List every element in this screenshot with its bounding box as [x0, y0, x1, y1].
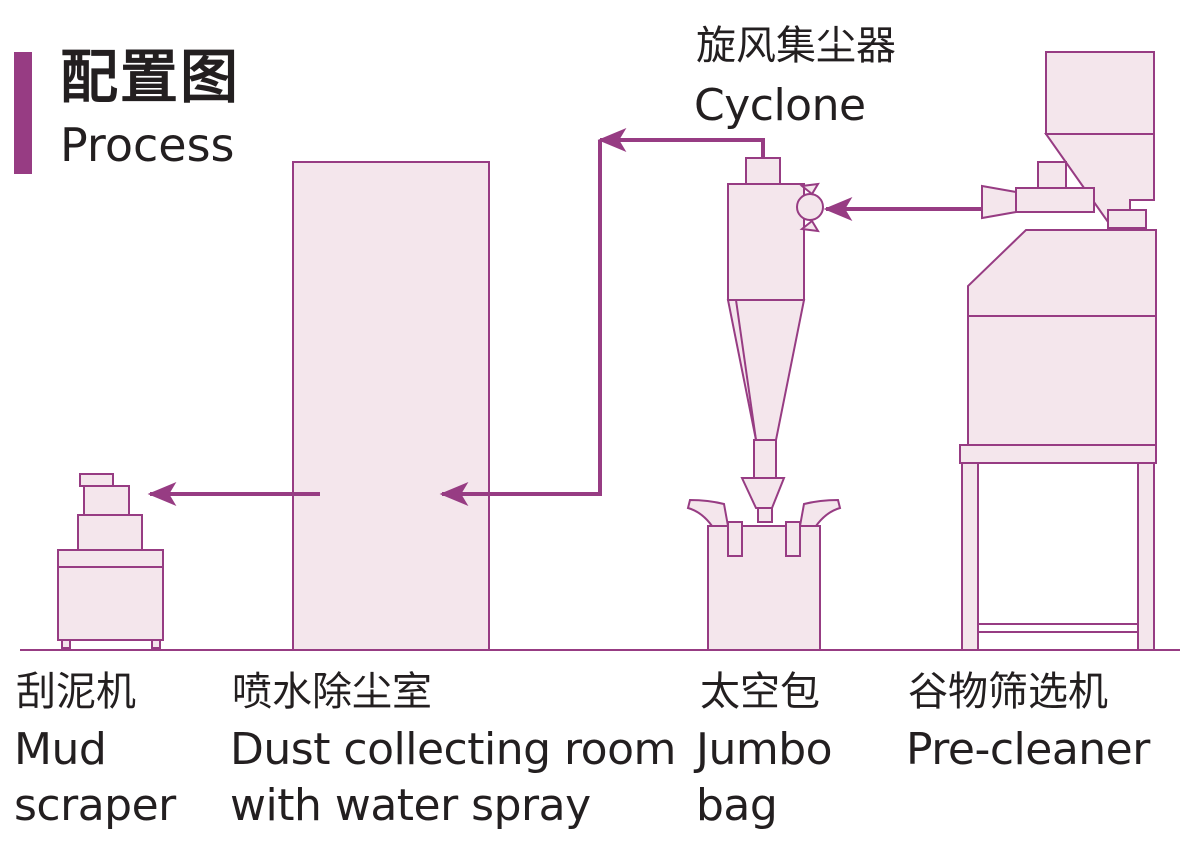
cyclone-label-chinese: 旋风集尘器 — [696, 23, 896, 69]
flow-arrow-into-dust-room — [439, 140, 602, 506]
page-title-chinese: 配置图 — [60, 43, 241, 111]
mud-scraper-label-english-line1: Mud — [14, 724, 107, 775]
pre-cleaner-label-english: Pre-cleaner — [906, 724, 1150, 775]
title-accent-bar — [14, 52, 32, 174]
pre-cleaner-machine — [959, 51, 1157, 651]
jumbo-bag — [686, 477, 842, 651]
mud-scraper-label-english-line2: scraper — [14, 780, 176, 831]
dust-room-label-english-line1: Dust collecting room — [230, 724, 676, 775]
pre-cleaner-label-chinese: 谷物筛选机 — [908, 669, 1108, 715]
mud-scraper-machine — [57, 473, 164, 649]
cyclone-separator — [726, 157, 824, 479]
dust-room-label-chinese: 喷水除尘室 — [232, 669, 432, 715]
page-title-english: Process — [60, 118, 235, 172]
jumbo-bag-label-english-line1: Jumbo — [696, 724, 833, 775]
jumbo-bag-label-chinese: 太空包 — [700, 669, 820, 715]
dust-collecting-room — [292, 161, 490, 651]
flow-arrow-cyclone-outlet — [597, 128, 765, 158]
mud-scraper-label-chinese: 刮泥机 — [16, 669, 136, 715]
jumbo-bag-label-english-line2: bag — [696, 780, 778, 831]
dust-room-label-english-line2: with water spray — [230, 780, 591, 831]
cyclone-label-english: Cyclone — [694, 80, 866, 131]
